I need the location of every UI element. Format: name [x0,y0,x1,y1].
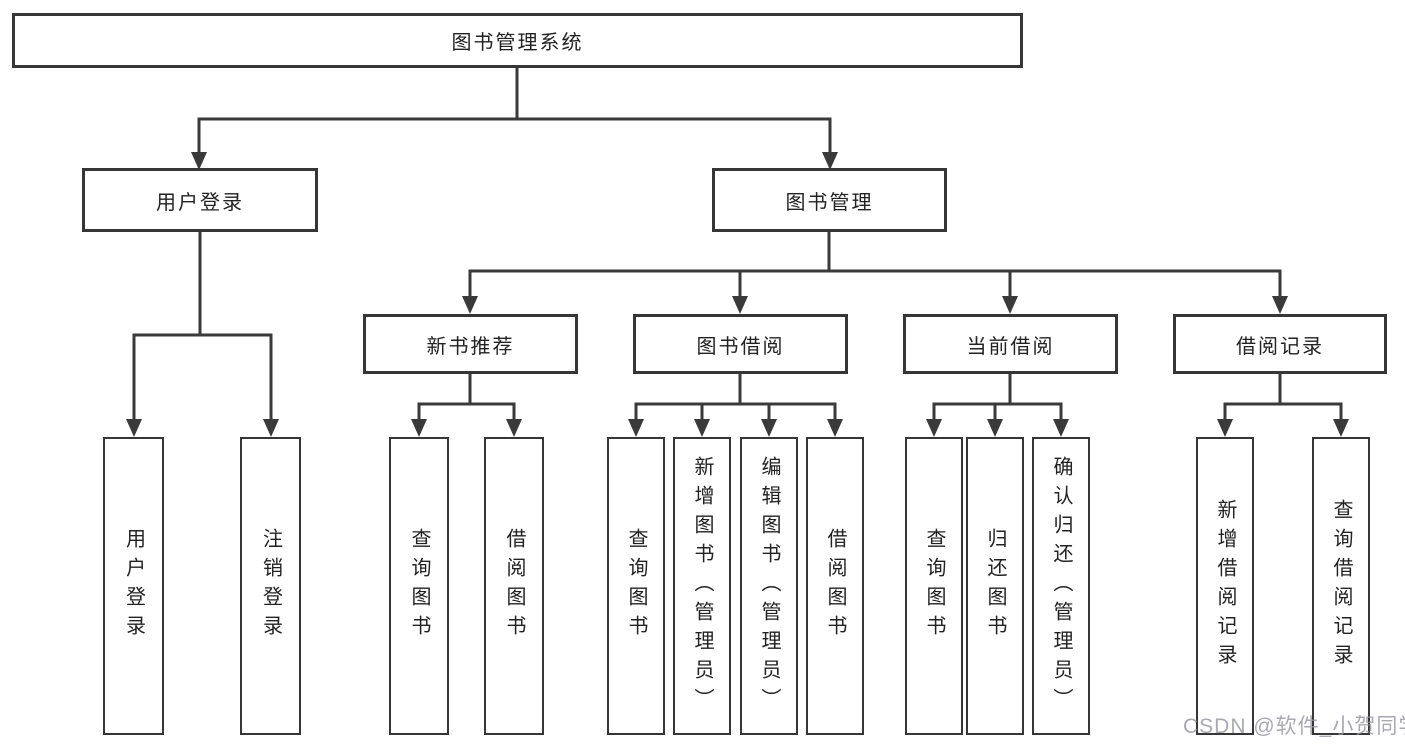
leaf-label: 新增图书（管理员） [691,455,713,717]
leaf-edit-books-admin: 编辑图书（管理员） [740,437,798,735]
leaf-label: 确认归还（管理员） [1050,455,1072,717]
leaf-label: 查询图书 [625,528,647,644]
watermark: CSDN @软件_小贺同学 [1183,715,1405,738]
leaf-return-books: 归还图书 [966,437,1024,735]
node-book-management: 图书管理 [712,168,947,232]
leaf-query-books-recommend: 查询图书 [389,437,449,735]
leaf-query-borrow-record: 查询借阅记录 [1312,437,1370,735]
leaf-label: 借阅图书 [824,528,846,644]
node-user-login: 用户登录 [82,168,318,232]
node-new-book-recommendation: 新书推荐 [363,314,578,374]
leaf-add-books-admin: 新增图书（管理员） [673,437,731,735]
leaf-confirm-return-admin: 确认归还（管理员） [1032,437,1090,735]
leaf-label: 注销登录 [259,528,282,644]
node-borrowing-records: 借阅记录 [1173,314,1387,374]
leaf-label: 归还图书 [984,528,1006,644]
leaf-query-books-current: 查询图书 [905,437,963,735]
leaf-label: 查询图书 [923,528,945,644]
leaf-label: 查询图书 [408,528,430,644]
leaf-label: 编辑图书（管理员） [758,455,780,717]
leaf-borrow-books-recommend: 借阅图书 [484,437,544,735]
leaf-add-borrow-record: 新增借阅记录 [1196,437,1254,735]
node-book-borrowing: 图书借阅 [633,314,848,374]
leaf-label: 新增借阅记录 [1214,499,1236,673]
leaf-user-login: 用户登录 [103,437,164,735]
node-current-borrowing: 当前借阅 [903,314,1118,374]
leaf-label: 用户登录 [122,528,145,644]
leaf-label: 借阅图书 [503,528,525,644]
leaf-borrow-books: 借阅图书 [806,437,864,735]
leaf-query-books-borrowing: 查询图书 [607,437,665,735]
leaf-logout: 注销登录 [240,437,301,735]
node-root-library-system: 图书管理系统 [12,13,1023,68]
leaf-label: 查询借阅记录 [1330,499,1352,673]
arrowhead-icons [126,152,1349,437]
